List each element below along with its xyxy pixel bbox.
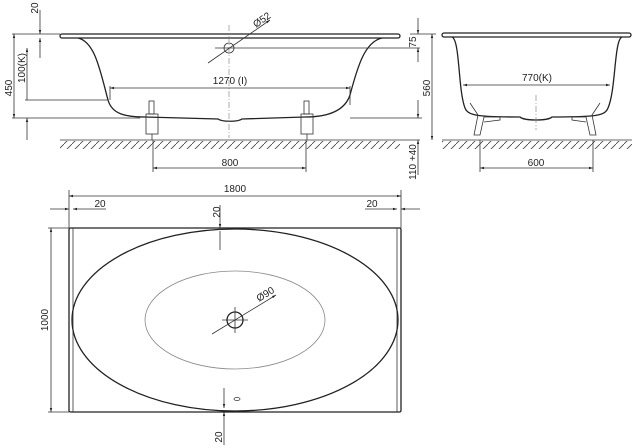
dim-rim-top: 20: [30, 2, 41, 14]
tub-inner-ellipse: [144, 270, 326, 370]
dim-overflow-diameter: Ø52: [251, 10, 273, 30]
dim-height-to-floor: 560: [422, 79, 433, 96]
plan-outline: [68, 227, 402, 413]
dim-rim-top: 20: [212, 206, 223, 218]
end-rim: [441, 32, 632, 38]
dim-inner-depth: 100(K): [17, 53, 28, 83]
dim-leg-spacing: 800: [222, 158, 239, 169]
end-floor-hatch: [442, 141, 632, 149]
tub-outer-ellipse: [71, 228, 399, 412]
end-leg-left: [469, 102, 501, 136]
floor-hatch: [60, 141, 400, 149]
dim-end-leg-spacing: 600: [528, 158, 545, 169]
dim-width: 1000: [40, 308, 51, 331]
dim-rim-bottom: 20: [214, 431, 225, 443]
dim-inner-width: 770(K): [522, 73, 552, 84]
dim-total-height: 450: [4, 79, 15, 96]
dim-overflow-offset: 75: [408, 36, 419, 48]
leg-left: [145, 100, 159, 140]
leg-right: [300, 100, 314, 140]
dim-leg-adjust: 110 +40: [408, 144, 419, 180]
overflow-marker: [233, 397, 241, 401]
end-leg-right: [571, 102, 601, 136]
side-tub-body: [77, 37, 383, 122]
dim-length: 1800: [224, 184, 247, 195]
dim-rim-left: 20: [94, 199, 106, 210]
end-view: 770(K) 600: [441, 32, 632, 172]
side-view: 1270 (I) 800 Ø52 450 100(K) 20 75 560 11…: [4, 2, 436, 180]
dim-rim-right: 20: [366, 199, 378, 210]
plan-view: 1800 20 20 20 20 1000 Ø90: [40, 184, 420, 445]
side-rim: [59, 33, 401, 39]
dim-inner-length: 1270 (I): [213, 76, 247, 87]
